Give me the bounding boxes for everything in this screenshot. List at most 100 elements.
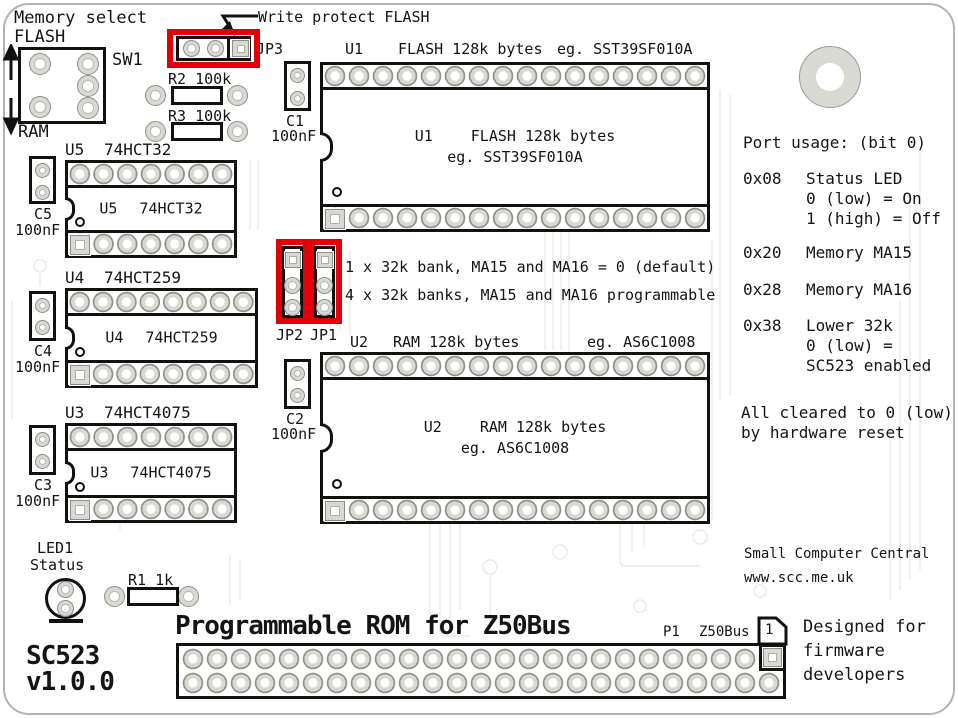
jp1-pin1-pad bbox=[316, 251, 334, 269]
c5-value: 100nF bbox=[15, 221, 61, 239]
u1-pin-row bbox=[323, 204, 707, 230]
jp3-pin1-pad bbox=[231, 39, 250, 58]
r3-label: R3 100k bbox=[168, 107, 232, 125]
u4-pin1-dot bbox=[75, 347, 85, 357]
r3-body bbox=[171, 122, 223, 141]
jumper-option-1: 1 x 32k bank, MA15 and MA16 = 0 (default… bbox=[345, 258, 716, 276]
p1-connector bbox=[176, 643, 786, 699]
r1-body bbox=[127, 587, 179, 606]
r1-pad bbox=[104, 586, 125, 607]
port-entry-addr: 0x38 bbox=[743, 316, 782, 335]
u2-pin-row bbox=[323, 355, 707, 380]
u2-pin1-pad bbox=[324, 500, 346, 522]
u5-pin1-dot bbox=[75, 217, 85, 227]
port-entry-addr: 0x08 bbox=[743, 169, 782, 188]
u5-pin1-pad bbox=[69, 234, 91, 256]
c3-pad bbox=[35, 454, 50, 469]
r3-pad bbox=[227, 121, 248, 142]
u3-pin1-dot bbox=[75, 482, 85, 492]
board-version: v1.0.0 bbox=[26, 667, 115, 697]
jp3-label: JP3 bbox=[256, 40, 284, 58]
u1-desc-label: FLASH 128k bytes bbox=[398, 40, 543, 58]
p1-pin1-pad bbox=[762, 647, 783, 668]
c5-label: C5 bbox=[34, 205, 53, 223]
c1-value: 100nF bbox=[271, 127, 317, 145]
u1-example-label: eg. SST39SF010A bbox=[557, 40, 693, 58]
jp1-highlight bbox=[309, 239, 342, 324]
u5-ref-label: U5 bbox=[65, 140, 85, 159]
sw1-pad bbox=[77, 97, 99, 119]
flash-ram-arrows bbox=[2, 44, 20, 136]
c1-label: C1 bbox=[286, 112, 305, 130]
r1-pad bbox=[178, 586, 199, 607]
led1-pad bbox=[57, 600, 74, 617]
company-website: www.scc.me.uk bbox=[744, 570, 854, 586]
u4-pin1-pad bbox=[69, 364, 91, 386]
led1-ref-label: LED1 bbox=[37, 539, 74, 557]
write-protect-label: Write protect FLASH bbox=[258, 8, 430, 26]
jp2-pad bbox=[284, 299, 301, 316]
u2-desc-label: RAM 128k bytes bbox=[393, 333, 520, 351]
memory-select-label: Memory select bbox=[14, 8, 148, 28]
u5-part-label: 74HCT32 bbox=[104, 140, 172, 159]
u2-pin1-dot bbox=[332, 479, 342, 489]
mounting-hole bbox=[799, 46, 861, 108]
u1-pin1-dot bbox=[332, 187, 342, 197]
jp1-jumper bbox=[314, 246, 335, 318]
u5-notch bbox=[65, 197, 75, 221]
sw1-pad bbox=[77, 75, 99, 97]
c4-pad bbox=[35, 320, 50, 335]
jumper-option-2: 4 x 32k banks, MA15 and MA16 programmabl… bbox=[345, 286, 716, 304]
u2-example-label: eg. AS6C1008 bbox=[587, 333, 696, 351]
u1-ref-label: U1 bbox=[345, 40, 364, 58]
c3-value: 100nF bbox=[15, 492, 61, 510]
u3-pin-row bbox=[68, 495, 234, 521]
sw1-pad bbox=[29, 53, 51, 75]
c1-pad bbox=[290, 68, 305, 83]
u3-notch bbox=[65, 461, 75, 485]
jp3-pad bbox=[207, 40, 224, 57]
u4-notch bbox=[65, 326, 75, 350]
port-usage-footer: All cleared to 0 (low)by hardware reset bbox=[741, 403, 953, 442]
jp2-jumper bbox=[282, 246, 303, 318]
jp2-label: JP2 bbox=[276, 326, 304, 344]
u3-ref-label: U3 bbox=[65, 403, 85, 422]
u1-pin1-pad bbox=[324, 208, 346, 230]
c4-pad bbox=[35, 298, 50, 313]
u4-part-label: 74HCT259 bbox=[104, 268, 182, 287]
port-entry-addr: 0x20 bbox=[743, 243, 782, 262]
c4-value: 100nF bbox=[15, 358, 61, 376]
led1-pad bbox=[57, 581, 74, 598]
flash-label: FLASH bbox=[14, 27, 66, 47]
company-name: Small Computer Central bbox=[744, 546, 930, 562]
r3-pad bbox=[145, 121, 166, 142]
jp2-pad bbox=[284, 277, 301, 294]
port-usage-title: Port usage: (bit 0) bbox=[743, 133, 927, 152]
p1-ref-label: P1 bbox=[663, 624, 680, 640]
u2-pin-row bbox=[323, 496, 707, 522]
port-entry-lines: Memory MA15 bbox=[806, 243, 912, 262]
c5-pad bbox=[35, 163, 50, 178]
c3-pad bbox=[35, 432, 50, 447]
jp2-highlight bbox=[276, 239, 309, 324]
c2-label: C2 bbox=[286, 410, 305, 428]
c3-label: C3 bbox=[34, 476, 53, 494]
c2-pad bbox=[290, 388, 305, 403]
ram-label: RAM bbox=[18, 122, 49, 142]
c2-value: 100nF bbox=[271, 425, 317, 443]
c5-pad bbox=[35, 185, 50, 200]
u5-pin-row bbox=[68, 163, 234, 188]
